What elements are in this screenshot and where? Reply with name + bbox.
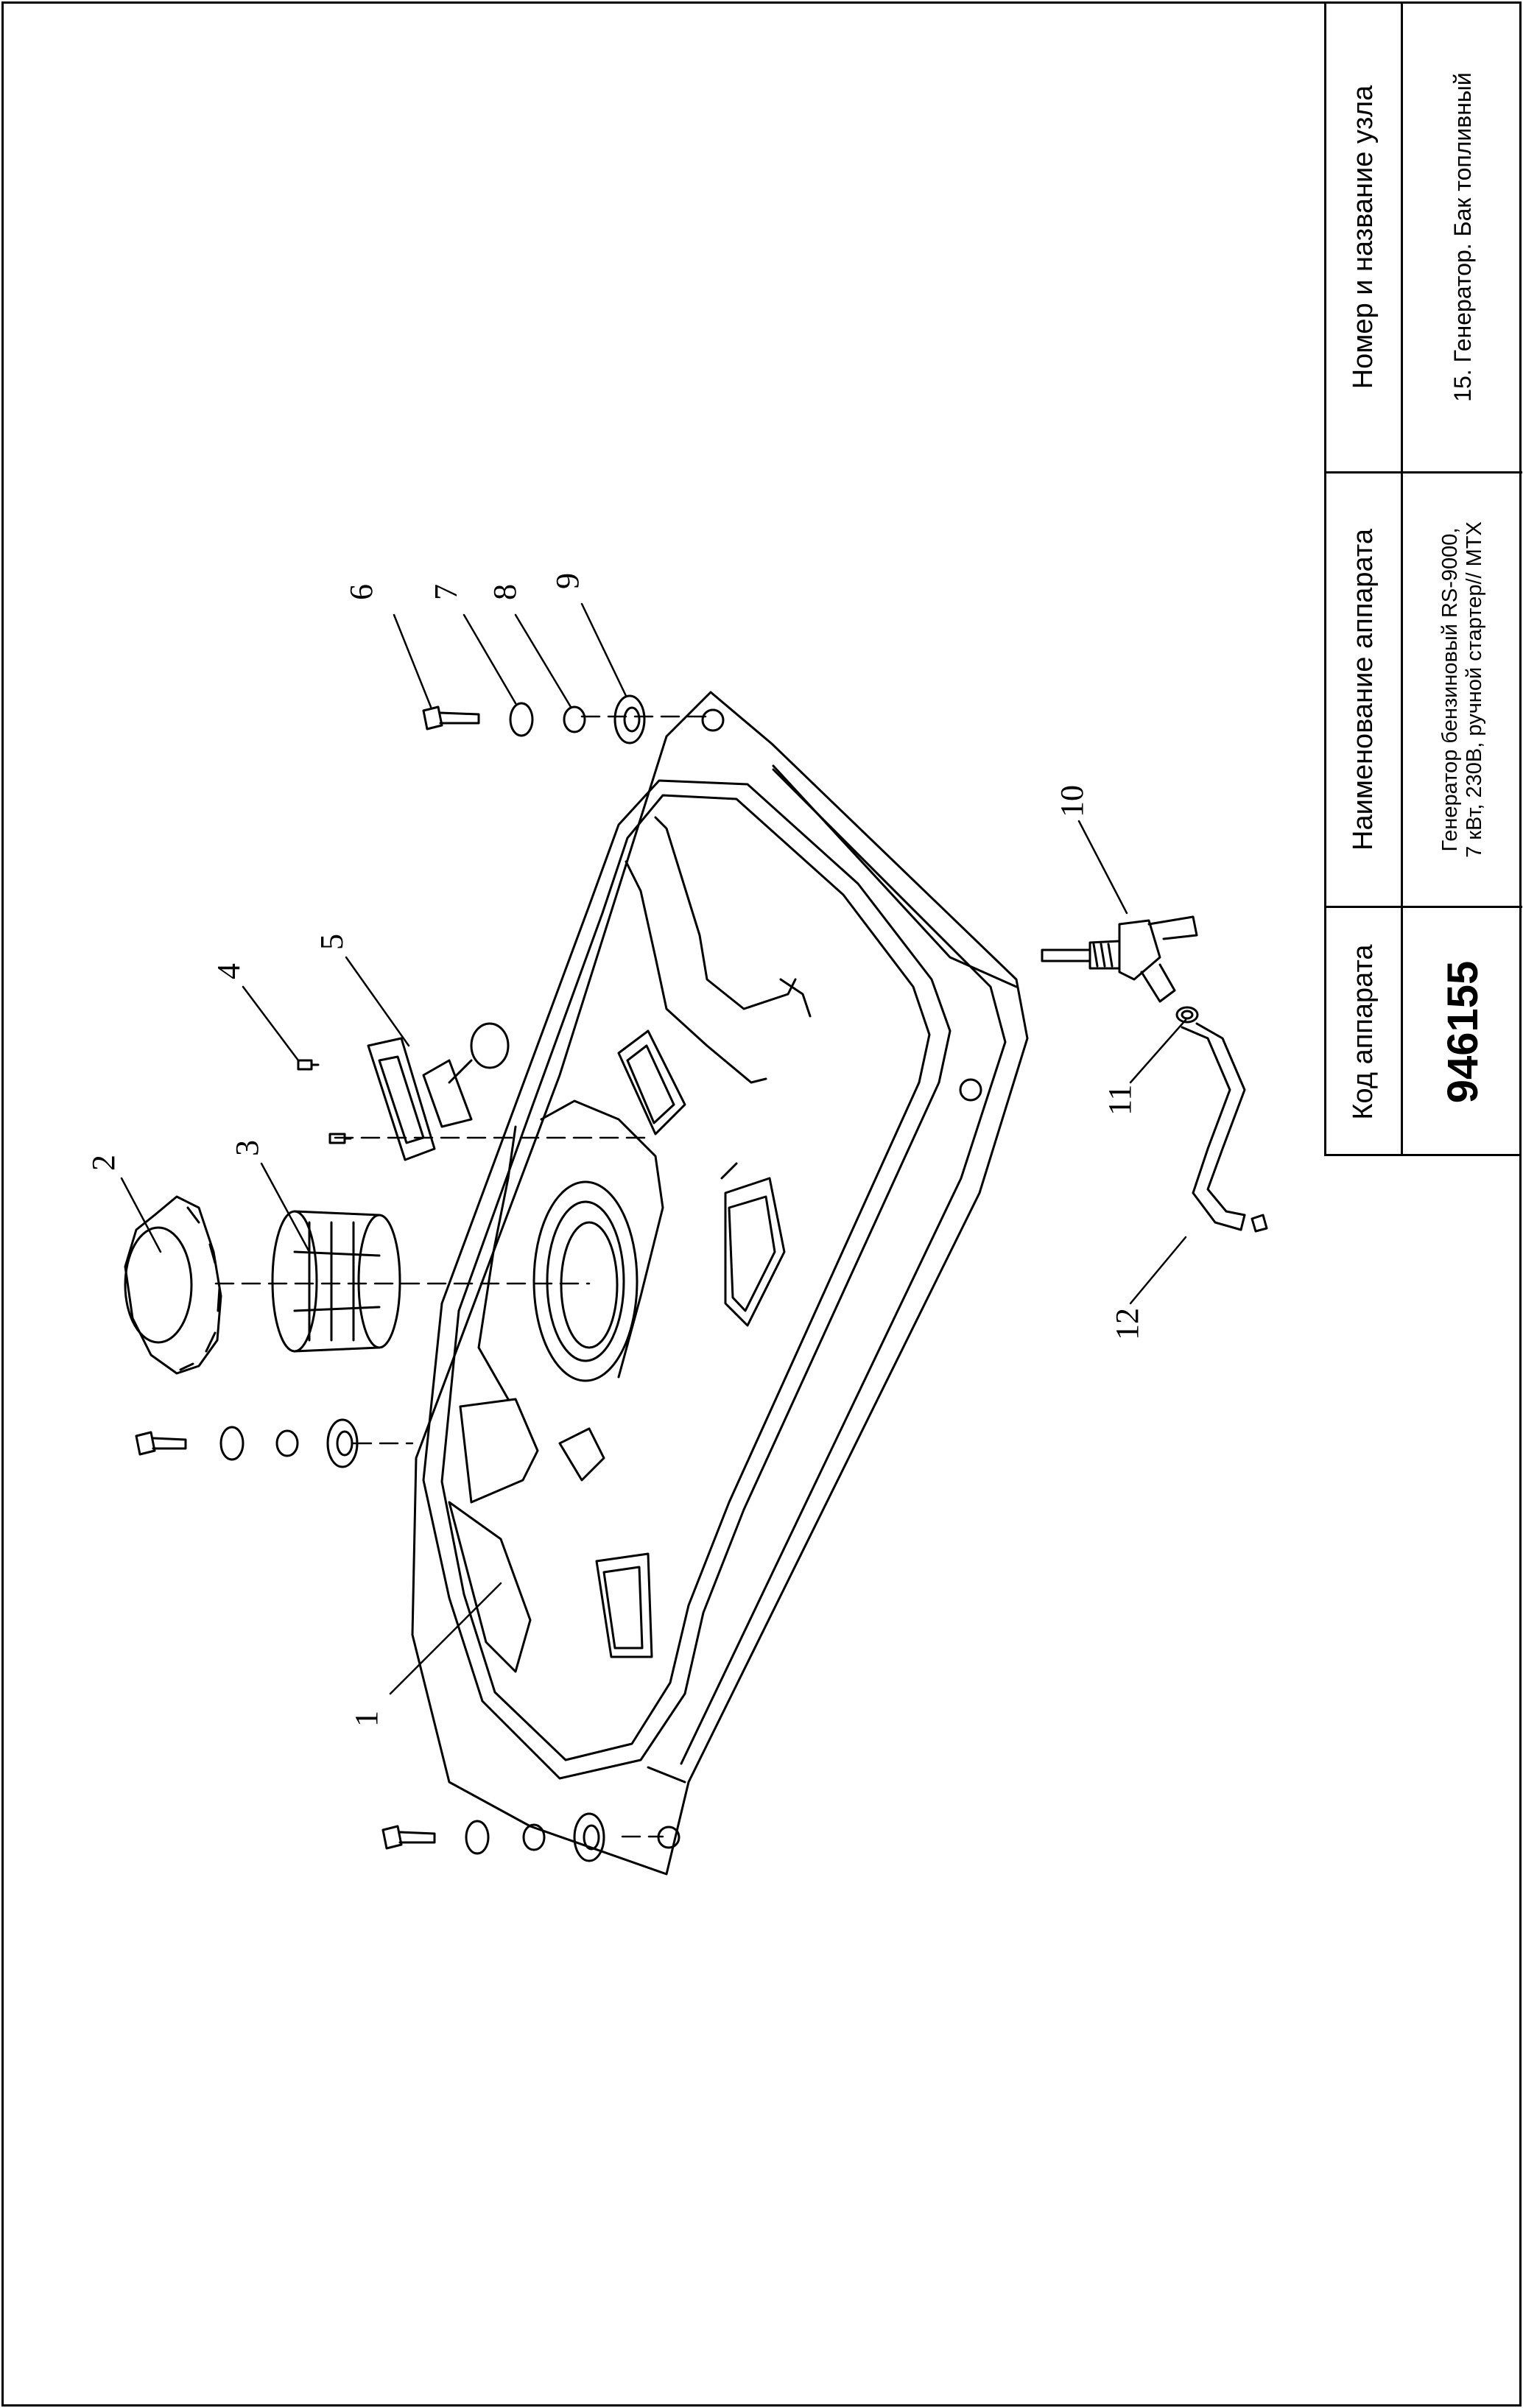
callout-3: 3: [229, 1140, 265, 1156]
title-block: Код аппарата Наименование аппарата Номер…: [1324, 3, 1522, 1156]
header-device-name-label: Наименование аппарата: [1348, 529, 1379, 851]
device-name-line-2: 7 кВт, 230В, ручной стартер// MTX: [1463, 521, 1486, 858]
hose-clamp: [1175, 1006, 1199, 1024]
callout-10: 10: [1054, 785, 1090, 817]
callout-5: 5: [314, 934, 350, 950]
mount-hardware-top: [422, 694, 646, 744]
callout-6: 6: [343, 584, 379, 600]
callout-12: 12: [1109, 1308, 1145, 1340]
callout-7: 7: [428, 584, 464, 600]
callout-4: 4: [211, 963, 247, 979]
fuel-valve: [1041, 915, 1198, 1003]
callout-numbers: 1 2 3 4 5 6 7 8 9 10 11 12: [85, 573, 1145, 1727]
header-node-label: Номер и название узла: [1348, 85, 1379, 390]
device-code: 946155: [1438, 960, 1487, 1104]
mount-hardware-middle: [135, 1418, 359, 1468]
fuel-strainer: [271, 1210, 401, 1353]
device-name: Генератор бензиновый RS-9000, 7 кВт, 230…: [1438, 507, 1487, 873]
mount-hardware-bottom: [381, 1812, 605, 1862]
fuel-hose: [1181, 1022, 1268, 1233]
device-name-line-1: Генератор бензиновый RS-9000,: [1438, 527, 1462, 852]
title-block-header-row: Код аппарата Наименование аппарата Номер…: [1326, 3, 1403, 1156]
fuel-gauge: [328, 1022, 510, 1161]
callout-11: 11: [1102, 1085, 1138, 1116]
fuel-tank: [411, 691, 1029, 1876]
callout-9: 9: [549, 573, 585, 589]
title-block-value-row: 946155 Генератор бензиновый RS-9000, 7 к…: [1403, 3, 1522, 1156]
node-name: 15. Генератор. Бак топливный: [1449, 72, 1476, 402]
callout-leaders: [120, 602, 1187, 1695]
header-code-label: Код аппарата: [1348, 944, 1379, 1120]
small-screw: [297, 1059, 320, 1071]
fuel-cap: [124, 1195, 222, 1375]
callout-8: 8: [487, 584, 523, 600]
callout-2: 2: [85, 1155, 122, 1171]
callout-1: 1: [348, 1711, 384, 1727]
